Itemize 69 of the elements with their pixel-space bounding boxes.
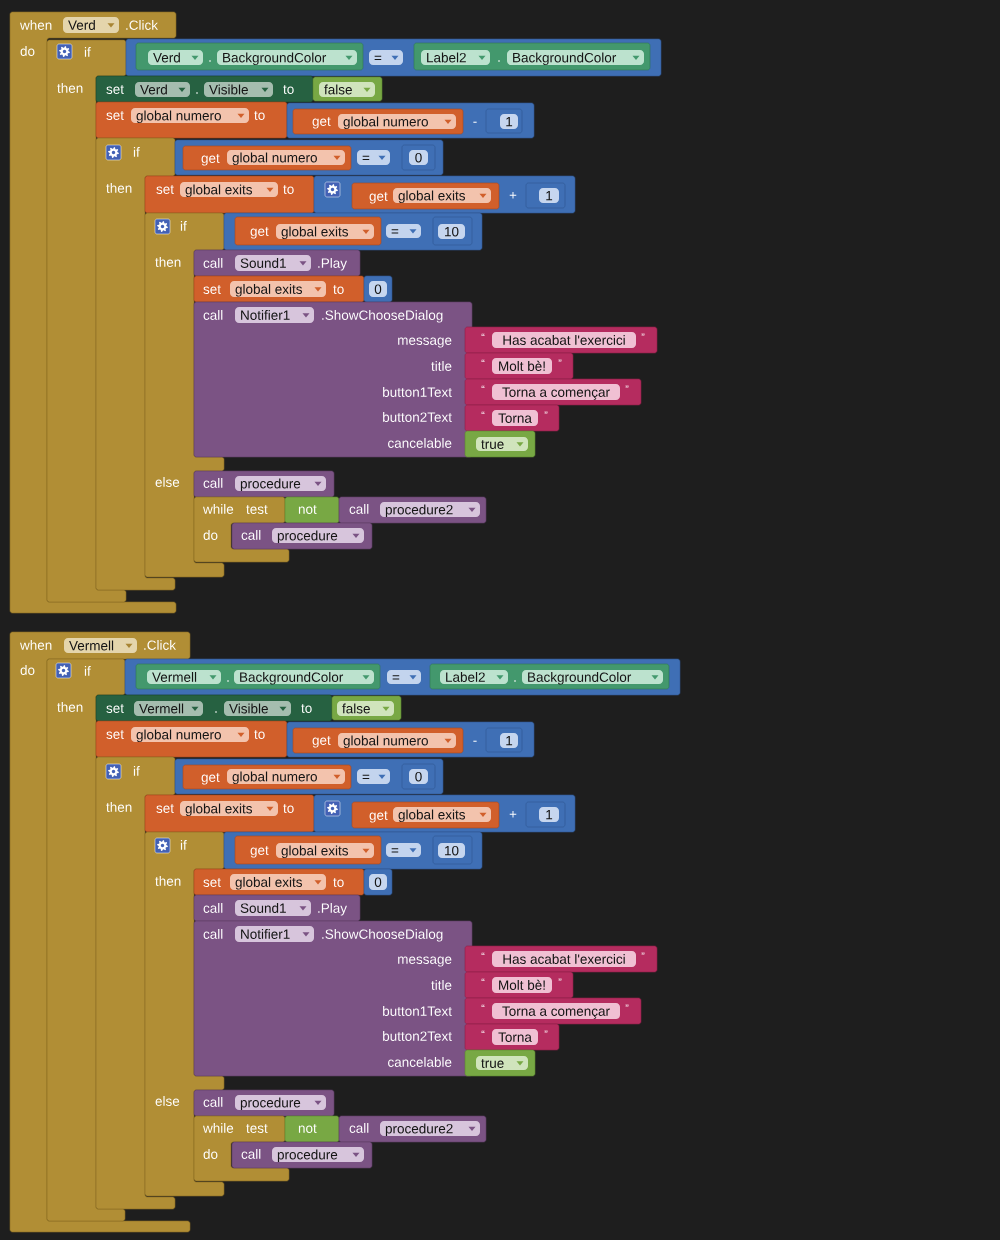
dropdown-field: Label2	[421, 50, 490, 65]
dropdown-field: false	[319, 82, 375, 97]
dropdown-field: Verd	[63, 17, 119, 33]
dropdown-field: procedure	[272, 1147, 364, 1163]
dropdown-field: procedure2	[380, 1121, 480, 1137]
dropdown-field: =	[369, 50, 403, 65]
dropdown-field: global exits	[276, 224, 374, 240]
number-field: 0	[369, 281, 387, 297]
text-field: Torna a començar	[492, 384, 620, 400]
dropdown-field: Visible	[224, 701, 291, 716]
node-label: then	[155, 876, 181, 886]
number-field: 1	[500, 733, 518, 748]
dropdown-field: false	[337, 701, 394, 716]
dropdown-field: BackgroundColor	[234, 670, 374, 685]
node-label: else	[155, 477, 180, 487]
dropdown-field: BackgroundColor	[217, 50, 357, 66]
dropdown-field: Vermell	[147, 670, 221, 684]
text-field: Molt bè!	[492, 358, 552, 374]
dropdown-field: global exits	[230, 281, 326, 297]
not-block: not	[284, 496, 340, 524]
number-field: 0	[369, 874, 387, 890]
dropdown-field: Vermell	[134, 701, 203, 716]
dropdown-field: true	[476, 437, 528, 451]
text-field: Torna	[492, 1029, 538, 1045]
dropdown-field: procedure	[272, 528, 364, 544]
dropdown-field: BackgroundColor	[507, 50, 644, 66]
dropdown-field: global numero	[131, 727, 249, 743]
dropdown-field: =	[357, 150, 390, 165]
dropdown-field: =	[357, 769, 390, 784]
node-label: else	[155, 1096, 180, 1106]
dropdown-field: global numero	[338, 114, 456, 130]
dropdown-field: Sound1	[235, 255, 311, 271]
number-field: 10	[438, 843, 465, 858]
dropdown-field: procedure	[235, 1095, 326, 1111]
number-field: 1	[500, 114, 518, 129]
not-block: not	[284, 1115, 340, 1143]
dropdown-field: Notifier1	[235, 307, 314, 323]
dropdown-field: global exits	[230, 874, 326, 890]
dropdown-field: global numero	[131, 108, 249, 124]
node-label: if	[180, 840, 187, 850]
dropdown-field: procedure	[235, 476, 326, 492]
text-field: Torna a començar	[492, 1003, 620, 1019]
dropdown-field: Visible	[204, 82, 273, 97]
dropdown-field: global numero	[227, 769, 345, 785]
dropdown-field: global exits	[276, 843, 374, 859]
number-field: 10	[438, 224, 465, 239]
dropdown-field: Vermell	[64, 638, 137, 653]
dropdown-field: global numero	[227, 150, 345, 166]
node-label: if	[180, 221, 187, 231]
text-field: Torna	[492, 410, 538, 426]
dropdown-field: Verd	[148, 50, 203, 65]
dropdown-field: =	[386, 843, 421, 857]
dropdown-field: Label2	[440, 670, 508, 684]
text-field: Has acabat l'exercici	[492, 951, 636, 967]
dropdown-field: global exits	[180, 182, 278, 198]
dropdown-field: Verd	[135, 82, 190, 97]
dropdown-field: =	[387, 670, 421, 684]
number-field: 0	[409, 150, 428, 165]
dropdown-field: global numero	[338, 733, 456, 749]
dropdown-field: BackgroundColor	[522, 670, 663, 685]
number-field: 0	[409, 769, 428, 784]
dropdown-field: Sound1	[235, 900, 311, 916]
text-field: Molt bè!	[492, 977, 552, 993]
dropdown-field: Notifier1	[235, 926, 314, 942]
text-field: Has acabat l'exercici	[492, 332, 636, 348]
dropdown-field: =	[386, 224, 421, 238]
dropdown-field: true	[476, 1056, 528, 1070]
dropdown-field: global exits	[180, 801, 278, 817]
dropdown-field: procedure2	[380, 502, 480, 518]
